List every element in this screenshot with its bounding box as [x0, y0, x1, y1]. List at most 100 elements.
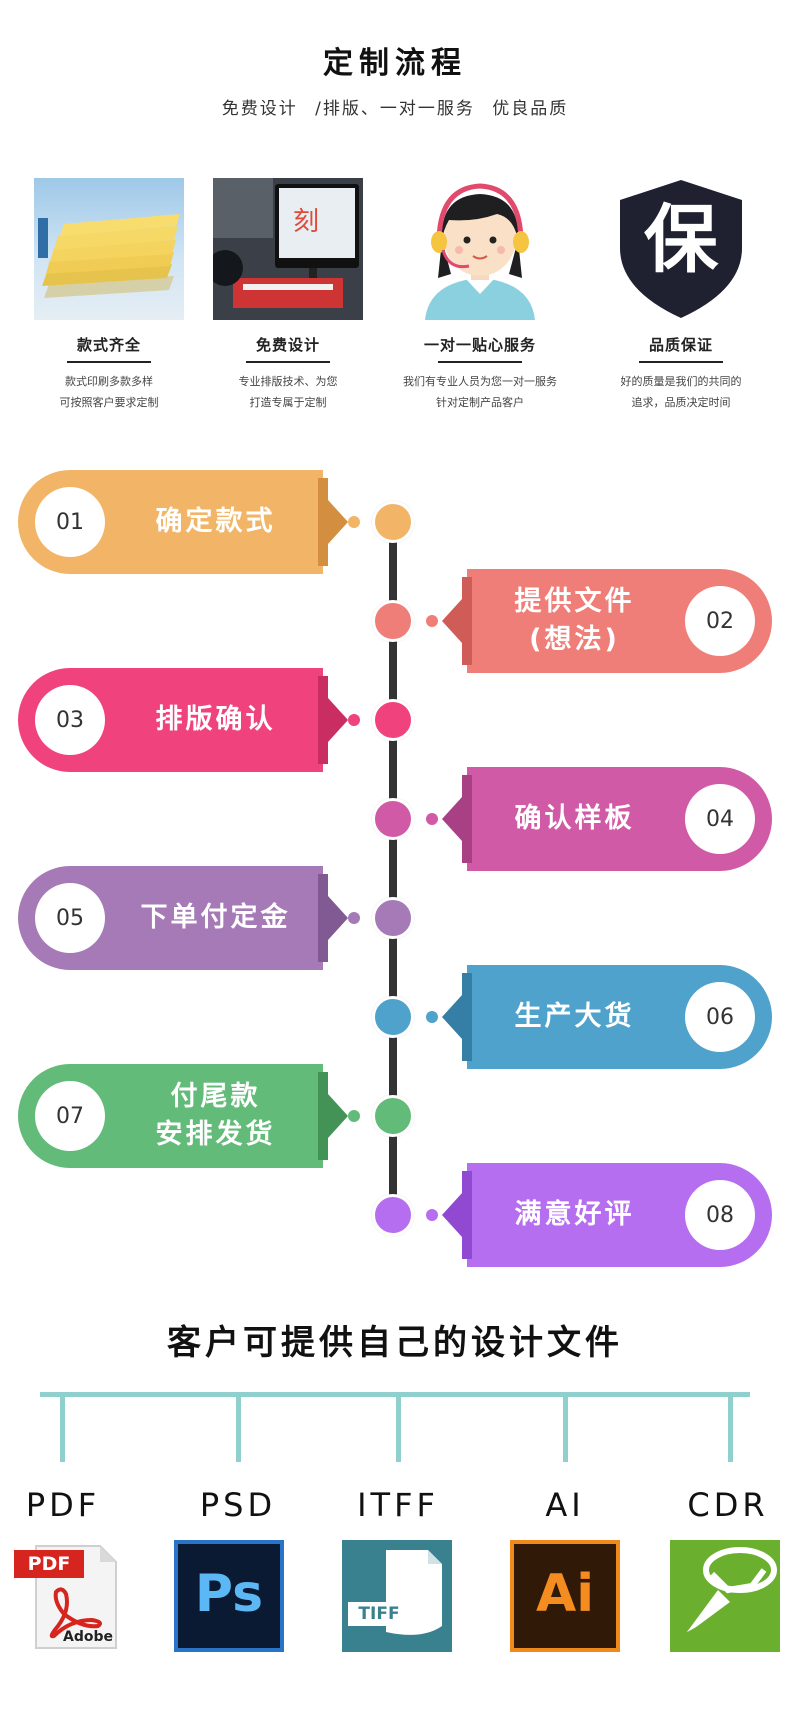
process-step-01: 01 确定款式 — [18, 470, 323, 574]
feature-card-styles: 款式齐全 款式印刷多款多样 可按照客户要求定制 — [24, 178, 194, 413]
timeline-dot-01 — [348, 516, 360, 528]
step-number: 03 — [35, 685, 105, 755]
step-label: 满意好评 — [514, 1199, 635, 1230]
timeline-node-01 — [372, 501, 414, 543]
process-step-07: 07 付尾款 安排发货 — [18, 1064, 323, 1168]
tiff-icon: TIFF — [342, 1540, 452, 1652]
step-number: 06 — [685, 982, 755, 1052]
step-arrow — [318, 676, 328, 764]
pdf-label: PDF — [27, 1553, 71, 1575]
tiff-label: TIFF — [358, 1604, 400, 1624]
feature-underline — [438, 361, 522, 363]
step-number: 04 — [685, 784, 755, 854]
process-step-04: 04 确认样板 — [467, 767, 772, 871]
timeline-dot-08 — [426, 1209, 438, 1221]
file-type-psd: PSD — [199, 1486, 277, 1524]
tree-branch — [563, 1392, 568, 1462]
files-section-title: 客户可提供自己的设计文件 — [167, 1323, 623, 1363]
ai-label: Ai — [535, 1564, 595, 1624]
ps-label: Ps — [194, 1564, 264, 1624]
timeline-node-04 — [372, 798, 414, 840]
feature-title: 款式齐全 — [76, 336, 141, 354]
feature-title: 品质保证 — [648, 336, 713, 354]
step-label: 确定款式 — [155, 506, 276, 537]
feature-desc: 专业排版技术、为您 打造专属于定制 — [238, 375, 338, 409]
step-arrow-tip — [328, 1094, 348, 1138]
step-arrow-tip — [328, 698, 348, 742]
step-arrow — [462, 1171, 472, 1259]
designer-monitor-photo: 刻 — [213, 178, 363, 320]
step-arrow-tip — [442, 797, 462, 841]
step-arrow — [318, 478, 328, 566]
timeline-dot-04 — [426, 813, 438, 825]
feature-title: 免费设计 — [255, 336, 320, 354]
timeline-dot-03 — [348, 714, 360, 726]
step-arrow-tip — [442, 995, 462, 1039]
step-label: 付尾款 安排发货 — [155, 1081, 276, 1150]
coreldraw-icon — [670, 1540, 780, 1652]
tree-branch — [396, 1392, 401, 1462]
step-number: 02 — [685, 586, 755, 656]
tree-branch — [60, 1392, 65, 1462]
feature-desc: 我们有专业人员为您一对一服务 针对定制产品客户 — [403, 375, 557, 409]
step-arrow — [462, 775, 472, 863]
process-step-05: 05 下单付定金 — [18, 866, 323, 970]
feature-card-service: 一对一贴心服务 我们有专业人员为您一对一服务 针对定制产品客户 — [395, 178, 565, 413]
svg-text:刻: 刻 — [293, 207, 319, 237]
step-arrow — [318, 1072, 328, 1160]
step-number: 01 — [35, 487, 105, 557]
step-label: 下单付定金 — [140, 902, 291, 933]
feature-card-quality: 保 品质保证 好的质量是我们的共同的 追求，品质决定时间 — [596, 178, 766, 413]
timeline-node-03 — [372, 699, 414, 741]
step-arrow — [462, 577, 472, 665]
step-label: 排版确认 — [155, 704, 276, 735]
adobe-label: Adobe — [63, 1629, 113, 1645]
shield-icon: 保 — [606, 178, 756, 320]
step-arrow-tip — [442, 599, 462, 643]
timeline-node-02 — [372, 600, 414, 642]
timeline-node-06 — [372, 996, 414, 1038]
timeline-node-07 — [372, 1095, 414, 1137]
timeline-dot-06 — [426, 1011, 438, 1023]
feature-desc: 好的质量是我们的共同的 追求，品质决定时间 — [620, 375, 742, 409]
feature-underline — [639, 361, 723, 363]
timeline-dot-07 — [348, 1110, 360, 1122]
file-type-itff: ITFF — [357, 1486, 439, 1524]
photoshop-icon: Ps — [174, 1540, 284, 1652]
feature-desc: 款式印刷多款多样 可按照客户要求定制 — [59, 375, 159, 409]
file-type-cdr: CDR — [687, 1486, 769, 1524]
step-number: 08 — [685, 1180, 755, 1250]
feature-title: 一对一贴心服务 — [423, 336, 536, 354]
timeline-spine — [389, 520, 397, 1210]
step-arrow — [318, 874, 328, 962]
timeline-dot-05 — [348, 912, 360, 924]
tree-branch — [236, 1392, 241, 1462]
feature-card-design: 刻 免费设计 专业排版技术、为您 打造专属于定制 — [203, 178, 373, 413]
process-step-03: 03 排版确认 — [18, 668, 323, 772]
page-subtitle: 免费设计 /排版、一对一服务 优良品质 — [221, 99, 569, 119]
process-step-02: 02 提供文件 (想法) — [467, 569, 772, 673]
step-label: 确认样板 — [514, 803, 635, 834]
timeline-dot-02 — [426, 615, 438, 627]
feature-underline — [246, 361, 330, 363]
book-stack-photo — [34, 178, 184, 320]
timeline-node-05 — [372, 897, 414, 939]
step-arrow — [462, 973, 472, 1061]
page-title: 定制流程 — [323, 46, 467, 81]
step-number: 05 — [35, 883, 105, 953]
tree-connector — [40, 1392, 750, 1397]
shield-badge-text: 保 — [644, 197, 718, 283]
pdf-icon: PDF Adobe — [12, 1540, 122, 1652]
file-type-pdf: PDF — [25, 1486, 101, 1524]
timeline-node-08 — [372, 1194, 414, 1236]
tree-branch — [728, 1392, 733, 1462]
step-arrow-tip — [328, 896, 348, 940]
customer-service-icon — [405, 178, 555, 320]
step-number: 07 — [35, 1081, 105, 1151]
illustrator-icon: Ai — [510, 1540, 620, 1652]
step-label: 提供文件 (想法) — [514, 586, 635, 655]
process-step-08: 08 满意好评 — [467, 1163, 772, 1267]
step-arrow-tip — [442, 1193, 462, 1237]
step-arrow-tip — [328, 500, 348, 544]
